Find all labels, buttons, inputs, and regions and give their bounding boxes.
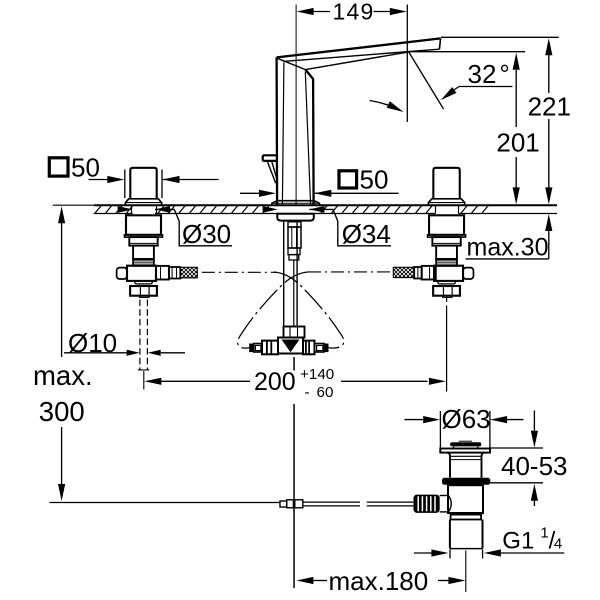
svg-text:201: 201 xyxy=(496,127,539,157)
svg-text:50: 50 xyxy=(360,165,389,195)
svg-text:60: 60 xyxy=(317,384,334,401)
svg-text:max.: max. xyxy=(33,360,93,391)
svg-text:Ø30: Ø30 xyxy=(182,219,231,249)
svg-text:max.30: max.30 xyxy=(467,233,549,261)
svg-text:+140: +140 xyxy=(300,366,334,383)
svg-text:Ø34: Ø34 xyxy=(342,219,391,249)
svg-text:50: 50 xyxy=(71,153,100,183)
svg-text:221: 221 xyxy=(528,92,571,122)
svg-text:max.180: max.180 xyxy=(329,566,429,596)
svg-text:149: 149 xyxy=(333,0,375,25)
svg-text:-: - xyxy=(305,384,310,401)
svg-text:Ø10: Ø10 xyxy=(68,328,117,358)
svg-text:300: 300 xyxy=(39,396,85,427)
svg-text:200: 200 xyxy=(254,368,296,396)
svg-text:32°: 32° xyxy=(468,59,510,89)
svg-text:Ø63: Ø63 xyxy=(442,404,491,434)
svg-text:G11/4: G11/4 xyxy=(502,525,562,555)
svg-text:40-53: 40-53 xyxy=(501,451,568,481)
